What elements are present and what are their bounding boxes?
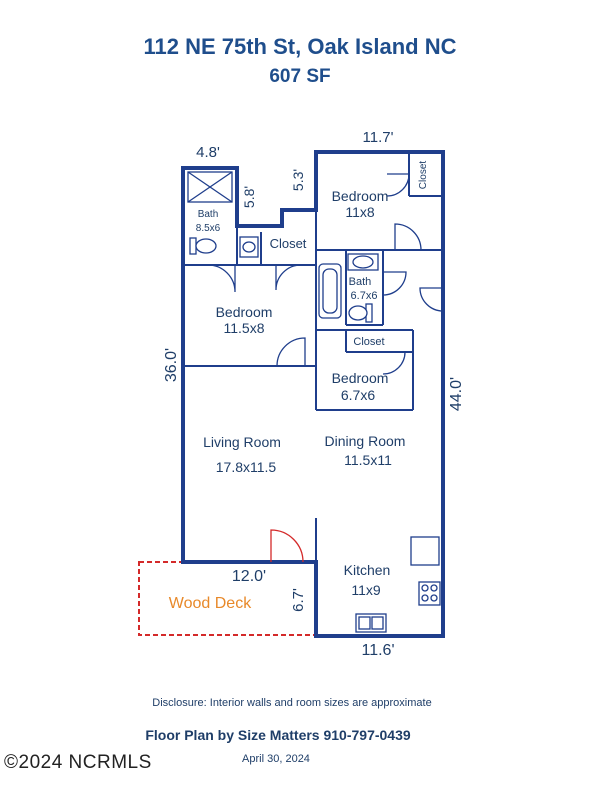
dim-left: 36.0' (163, 348, 180, 382)
bedroom2-name: Bedroom (216, 304, 273, 320)
square-footage: 607 SF (269, 66, 331, 87)
mls-watermark: ©2024 NCRMLS (4, 752, 152, 773)
bath2-size: 6.7x6 (351, 290, 378, 302)
fixtures (187, 171, 441, 633)
dim-step2: 5.3' (290, 169, 306, 191)
bedroom1-name: Bedroom (332, 188, 389, 204)
exterior-walls (181, 150, 445, 638)
dining-room-size: 11.5x11 (344, 452, 392, 468)
closet-top-right-label: Closet (418, 161, 429, 190)
credit-text: Floor Plan by Size Matters 910-797-0439 (145, 727, 411, 743)
bath1-name: Bath (198, 209, 219, 220)
living-room-size: 17.8x11.5 (216, 459, 277, 475)
dim-step1: 5.8' (241, 186, 257, 208)
toilet-bowl-icon (195, 238, 217, 254)
dining-room-name: Dining Room (325, 433, 406, 449)
toilet-tank-icon (189, 237, 197, 255)
living-room-name: Living Room (203, 434, 281, 450)
date-text: April 30, 2024 (242, 753, 310, 765)
dimension-labels: 4.8' 11.7' 5.8' 5.3' 36.0' 44.0' 12.0' 6… (163, 129, 465, 659)
bedroom1-size: 11x8 (345, 204, 375, 220)
interior-walls (183, 152, 443, 636)
dim-bottom: 11.6' (361, 642, 394, 659)
bedroom2-size: 11.5x8 (224, 320, 265, 336)
dim-right: 44.0' (448, 377, 465, 411)
stove-icon (418, 581, 441, 606)
dim-top-right: 11.7' (363, 129, 394, 146)
refrigerator-icon (410, 536, 440, 566)
bath2-name: Bath (349, 276, 372, 288)
closet2-label: Closet (353, 336, 384, 348)
wood-deck-label: Wood Deck (169, 595, 252, 612)
bedroom3-name: Bedroom (332, 370, 389, 386)
closet1-label: Closet (270, 236, 307, 251)
dim-deck-width: 12.0' (232, 568, 266, 585)
dim-deck-depth: 6.7' (290, 588, 307, 612)
bedroom3-size: 6.7x6 (341, 387, 375, 403)
exterior-door-swing (270, 529, 304, 563)
kitchen-size: 11x9 (351, 582, 381, 598)
bath1-size: 8.5x6 (196, 223, 221, 234)
door-swings (207, 173, 444, 375)
room-labels: Bath 8.5x6 Closet Closet Bedroom 11x8 Ba… (169, 161, 429, 612)
kitchen-name: Kitchen (344, 562, 391, 578)
plan-title: 112 NE 75th St, Oak Island NC (143, 34, 457, 59)
disclosure-text: Disclosure: Interior walls and room size… (152, 697, 432, 709)
dim-top-left: 4.8' (196, 144, 220, 161)
